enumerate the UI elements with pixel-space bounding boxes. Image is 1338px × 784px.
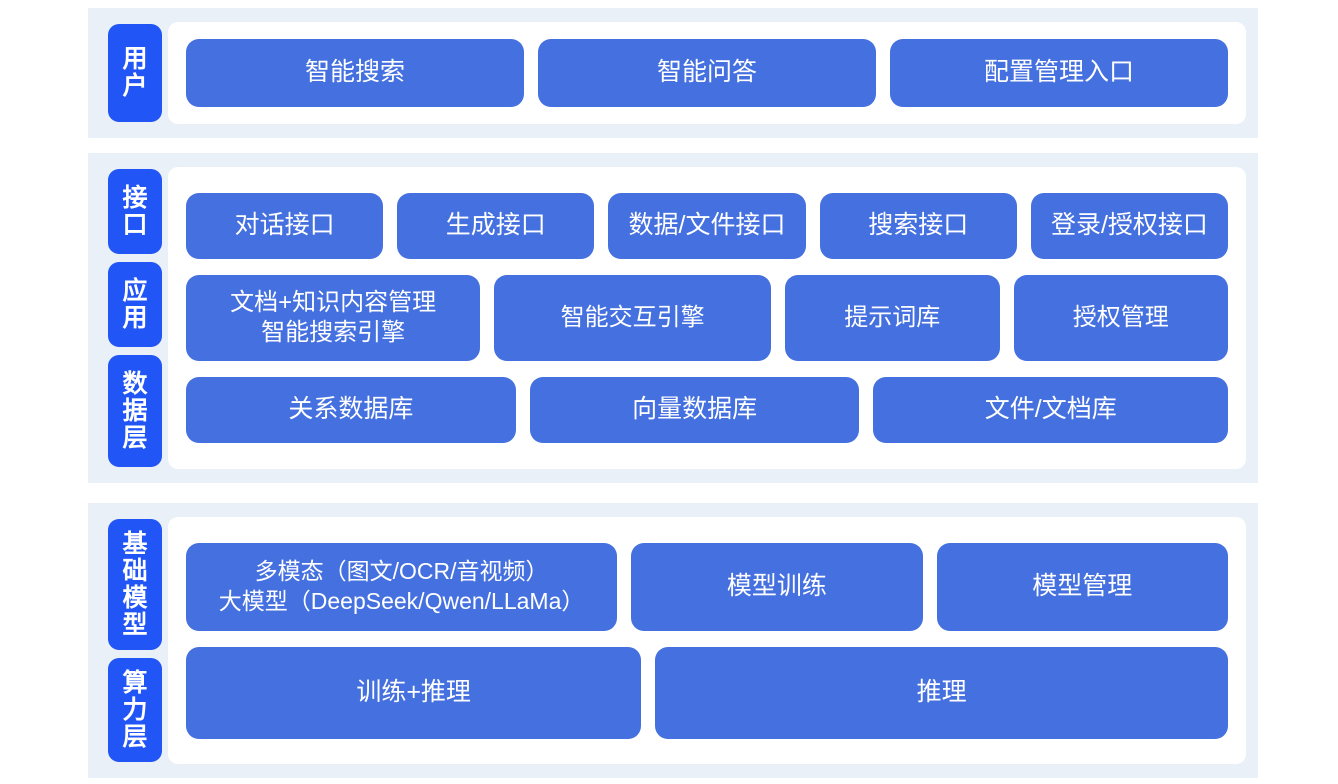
- card-inference[interactable]: 推理: [655, 646, 1228, 739]
- layer-label-application[interactable]: 应用: [108, 262, 162, 347]
- layer-label-text: 基础模型: [122, 529, 148, 639]
- layer-label-compute[interactable]: 算力层: [108, 658, 162, 762]
- layer-label-base-model[interactable]: 基础模型: [108, 519, 162, 650]
- layer-label-text: 应用: [122, 276, 148, 332]
- card-smart-search[interactable]: 智能搜索: [186, 39, 524, 107]
- row-compute: 训练+推理 推理: [186, 646, 1228, 739]
- card-doc-knowledge-management[interactable]: 文档+知识内容管理 智能搜索引擎: [186, 275, 481, 361]
- panel-body-user: 智能搜索 智能问答 配置管理入口: [168, 22, 1246, 124]
- section-base-layers: 基础模型 算力层 多模态（图文/OCR/音视频） 大模型（DeepSeek/Qw…: [88, 503, 1258, 778]
- layer-label-column-base: 基础模型 算力层: [88, 503, 162, 778]
- section-user-layer: 用户 智能搜索 智能问答 配置管理入口: [88, 8, 1258, 138]
- layer-label-text: 接口: [122, 183, 148, 239]
- layer-label-user[interactable]: 用户: [108, 24, 162, 122]
- card-search-api[interactable]: 搜索接口: [819, 193, 1017, 259]
- row-interface: 对话接口 生成接口 数据/文件接口 搜索接口 登录/授权接口: [186, 193, 1229, 259]
- panel-body-base: 多模态（图文/OCR/音视频） 大模型（DeepSeek/Qwen/LLaMa）…: [168, 517, 1246, 764]
- card-multimodal-large-model[interactable]: 多模态（图文/OCR/音视频） 大模型（DeepSeek/Qwen/LLaMa）: [186, 542, 618, 631]
- layer-label-text: 用户: [122, 45, 148, 100]
- layer-label-column-user: 用户: [88, 8, 162, 138]
- card-authorization-management[interactable]: 授权管理: [1013, 275, 1228, 361]
- panel-body-platform: 对话接口 生成接口 数据/文件接口 搜索接口 登录/授权接口 文档+知识内容管理…: [168, 167, 1246, 469]
- card-login-auth-api[interactable]: 登录/授权接口: [1030, 193, 1229, 259]
- layer-label-text: 算力层: [122, 668, 148, 751]
- layer-label-data[interactable]: 数据层: [108, 355, 162, 467]
- card-data-file-api[interactable]: 数据/文件接口: [608, 193, 806, 259]
- card-smart-qa[interactable]: 智能问答: [538, 39, 876, 107]
- card-model-training[interactable]: 模型训练: [631, 542, 923, 631]
- card-prompt-library[interactable]: 提示词库: [785, 275, 1000, 361]
- row-data-store: 关系数据库 向量数据库 文件/文档库: [186, 377, 1228, 443]
- row-base-model: 多模态（图文/OCR/音视频） 大模型（DeepSeek/Qwen/LLaMa）…: [186, 542, 1228, 631]
- card-vector-database[interactable]: 向量数据库: [529, 377, 860, 443]
- card-config-management-entry[interactable]: 配置管理入口: [890, 39, 1228, 107]
- card-dialog-api[interactable]: 对话接口: [186, 193, 384, 259]
- row-user-entries: 智能搜索 智能问答 配置管理入口: [186, 39, 1228, 107]
- layer-label-column-platform: 接口 应用 数据层: [88, 153, 162, 483]
- section-platform-layers: 接口 应用 数据层 对话接口 生成接口 数据/文件接口 搜索接口 登录/授权接口…: [88, 153, 1258, 483]
- layer-label-text: 数据层: [122, 369, 148, 452]
- layer-label-interface[interactable]: 接口: [108, 169, 162, 254]
- card-file-document-store[interactable]: 文件/文档库: [873, 377, 1228, 443]
- card-interaction-engine[interactable]: 智能交互引擎: [494, 275, 771, 361]
- row-application: 文档+知识内容管理 智能搜索引擎 智能交互引擎 提示词库 授权管理: [186, 275, 1228, 361]
- card-training-inference[interactable]: 训练+推理: [186, 646, 642, 739]
- card-generation-api[interactable]: 生成接口: [397, 193, 595, 259]
- card-model-management[interactable]: 模型管理: [936, 542, 1228, 631]
- card-relational-database[interactable]: 关系数据库: [186, 377, 516, 443]
